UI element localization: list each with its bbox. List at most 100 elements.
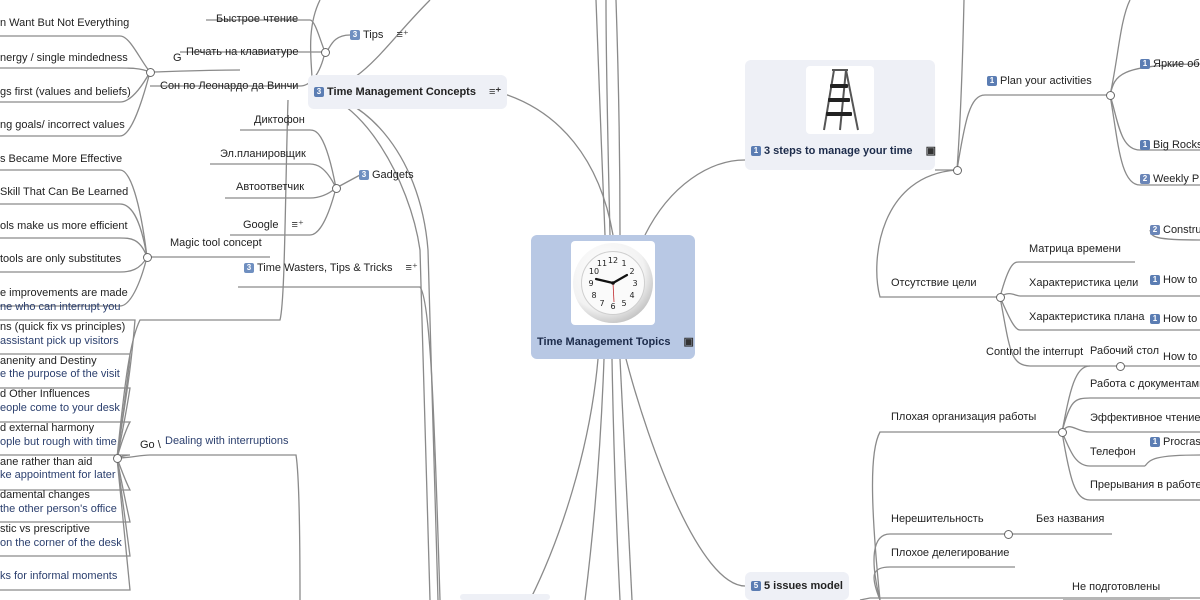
svg-text:6: 6 [610, 302, 615, 311]
right-item[interactable]: Эффективное чтение [1090, 412, 1200, 424]
left-item[interactable]: s Became More Effective [0, 153, 123, 165]
plan-activities-label: Plan your activities [1000, 75, 1092, 87]
gadget-google-label: Google [243, 219, 279, 231]
collapse-toggle[interactable] [146, 68, 155, 77]
tips-item[interactable]: Быстрое чтение [216, 13, 299, 25]
no-goal-node[interactable]: Отсутствие цели [891, 277, 977, 289]
left-item[interactable]: d Other Influences [0, 388, 90, 400]
right-item[interactable]: How to [1163, 351, 1198, 363]
number-badge: 1 [1140, 140, 1150, 150]
number-badge: 1 [751, 146, 761, 156]
g-node[interactable]: G [173, 52, 182, 64]
left-item[interactable]: ols make us more efficient [0, 220, 128, 232]
go-node[interactable]: Go \ [140, 439, 161, 451]
svg-text:7: 7 [599, 299, 604, 308]
number-badge: 5 [751, 581, 761, 591]
left-item[interactable]: nergy / single mindedness [0, 52, 128, 64]
tips-item[interactable]: Печать на клавиатуре [186, 46, 299, 58]
interruptions-node[interactable]: Dealing with interruptions [165, 435, 289, 447]
issues-title: 5 issues model [764, 580, 843, 592]
left-item[interactable]: d external harmony [0, 422, 95, 434]
right-item[interactable]: Телефон [1090, 446, 1136, 458]
gadget-item[interactable]: Диктофон [254, 114, 305, 126]
right-item[interactable]: Без названия [1036, 513, 1105, 525]
gadget-item[interactable]: Эл.планировщик [220, 148, 306, 160]
left-item[interactable]: the other person's office [0, 503, 117, 515]
right-item[interactable]: Не подготовлены [1072, 581, 1161, 593]
right-item[interactable]: Control the interrupt [986, 346, 1084, 358]
collapse-toggle[interactable] [332, 184, 341, 193]
image-icon[interactable]: ▣ [683, 336, 694, 348]
notes-icon[interactable]: ≡⁺ [405, 262, 418, 274]
construct-label: Constru [1163, 224, 1200, 236]
notes-icon[interactable]: ≡⁺ [396, 29, 409, 41]
collapse-toggle[interactable] [953, 166, 962, 175]
left-item[interactable]: ns (quick fix vs principles) [0, 321, 126, 333]
right-item[interactable]: Характеристика цели [1029, 277, 1139, 289]
right-item[interactable]: Характеристика плана [1029, 311, 1145, 323]
right-item[interactable]: Матрица времени [1029, 243, 1121, 255]
tips-item[interactable]: Сон по Леонардо да Винчи [160, 80, 299, 92]
image-icon[interactable]: ▣ [925, 145, 937, 157]
notes-icon[interactable]: ≡⁺ [489, 86, 502, 98]
collapse-toggle[interactable] [996, 293, 1005, 302]
svg-text:8: 8 [591, 291, 596, 300]
number-badge: 3 [359, 170, 369, 180]
gadget-item[interactable]: Автоответчик [236, 181, 305, 193]
left-item[interactable]: damental changes [0, 489, 90, 501]
left-item[interactable]: stic vs prescriptive [0, 523, 90, 535]
left-item[interactable]: anenity and Destiny [0, 355, 97, 367]
collapse-toggle[interactable] [321, 48, 330, 57]
left-item[interactable]: Skill That Can Be Learned [0, 186, 129, 198]
gadget-item[interactable]: Google ≡⁺ [243, 218, 304, 232]
partial-branch-node[interactable] [460, 594, 550, 600]
left-item[interactable]: ople but rough with time [0, 436, 117, 448]
collapse-toggle[interactable] [1058, 428, 1067, 437]
right-item[interactable]: Работа с документами [1090, 378, 1200, 390]
right-item[interactable]: Нерешительность [891, 513, 984, 525]
collapse-toggle[interactable] [143, 253, 152, 262]
collapse-toggle[interactable] [113, 454, 122, 463]
bad-org-node[interactable]: Плохая организация работы [891, 411, 1037, 423]
right-item[interactable]: Прерывания в работе [1090, 479, 1200, 491]
left-item[interactable]: ke appointment for later [0, 469, 116, 481]
left-item[interactable]: ks for informal moments [0, 570, 118, 582]
collapse-toggle[interactable] [1004, 530, 1013, 539]
collapse-toggle[interactable] [1116, 362, 1125, 371]
collapse-toggle[interactable] [1106, 91, 1115, 100]
left-item[interactable]: e the purpose of the visit [0, 368, 120, 380]
left-item[interactable]: assistant pick up visitors [0, 335, 119, 347]
left-item[interactable]: ng goals/ incorrect values [0, 119, 125, 131]
left-item[interactable]: tools are only substitutes [0, 253, 122, 265]
left-item[interactable]: e improvements are made [0, 287, 128, 299]
right-item[interactable]: Плохое делегирование [891, 547, 1010, 559]
svg-text:4: 4 [629, 291, 634, 300]
left-item[interactable]: gs first (values and beliefs) [0, 86, 131, 98]
magic-tool-node[interactable]: Magic tool concept [170, 237, 262, 249]
right-item[interactable]: Рабочий стол [1090, 345, 1160, 357]
left-item[interactable]: eople come to your desk [0, 402, 120, 414]
left-item[interactable]: ne who can interrupt you [0, 301, 121, 313]
left-item[interactable]: on the corner of the desk [0, 537, 122, 549]
left-item[interactable]: ane rather than aid [0, 456, 93, 468]
number-badge: 2 [1150, 225, 1160, 235]
bright-label: Яркие об [1153, 58, 1200, 70]
left-item[interactable]: n Want But Not Everything [0, 17, 130, 29]
notes-icon[interactable]: ≡⁺ [291, 219, 304, 231]
